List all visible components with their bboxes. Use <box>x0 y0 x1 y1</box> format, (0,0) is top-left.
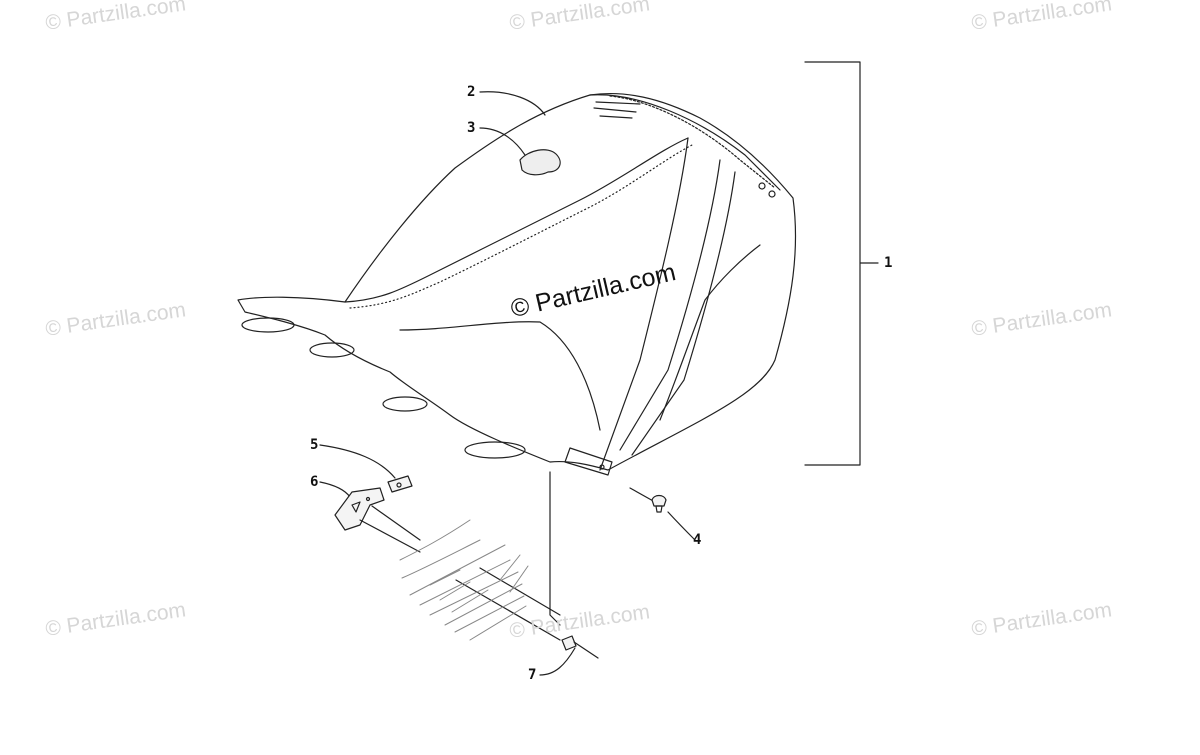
callout-3: 3 <box>467 120 476 136</box>
seat-foot-1 <box>241 317 295 333</box>
leader-2 <box>479 91 546 116</box>
guide-line-3 <box>549 471 561 626</box>
guide-line-5 <box>479 567 561 616</box>
seat-lower-seam <box>399 321 601 431</box>
leader-6 <box>319 481 351 498</box>
guide-line-2 <box>359 519 421 553</box>
callout-5: 5 <box>310 437 319 453</box>
seat-top-seam <box>344 137 689 303</box>
zipper-pull-2 <box>768 190 776 198</box>
seat-top-seam-inner <box>349 143 695 309</box>
bracket-line-1 <box>804 61 879 466</box>
bracket-plate <box>334 487 385 531</box>
mounting-area-hatch <box>399 519 529 641</box>
side-stripe-3 <box>631 171 736 456</box>
seat-rear-panel <box>589 94 781 191</box>
side-stripe-4 <box>659 244 761 421</box>
callout-1: 1 <box>884 255 893 271</box>
callout-2: 2 <box>467 84 476 100</box>
leader-5 <box>319 444 396 479</box>
side-stripe-1 <box>599 137 689 471</box>
leader-3 <box>479 127 526 156</box>
callout-7: 7 <box>528 667 537 683</box>
seat-foot-4 <box>464 441 526 459</box>
seat-bracket <box>564 447 613 476</box>
callout-6: 6 <box>310 474 319 490</box>
guide-line-4 <box>455 579 561 641</box>
decal-patch <box>519 149 561 176</box>
zipper-pull-1 <box>758 182 766 190</box>
callout-4: 4 <box>693 532 702 548</box>
pin-part <box>561 635 599 659</box>
clip-part <box>387 475 413 493</box>
seat-foot-2 <box>309 342 355 358</box>
leader-4 <box>629 487 696 541</box>
seat-foot-3 <box>382 396 428 412</box>
seat-zipper <box>609 95 776 189</box>
guide-line-1 <box>371 505 421 541</box>
seat-outline <box>237 92 797 471</box>
leader-7 <box>539 647 576 676</box>
seat-assembly <box>237 92 797 476</box>
side-stripe-2 <box>619 159 721 451</box>
seat-logo-mark <box>593 101 641 119</box>
bracket-hole <box>599 464 605 470</box>
push-rivet <box>651 494 667 513</box>
